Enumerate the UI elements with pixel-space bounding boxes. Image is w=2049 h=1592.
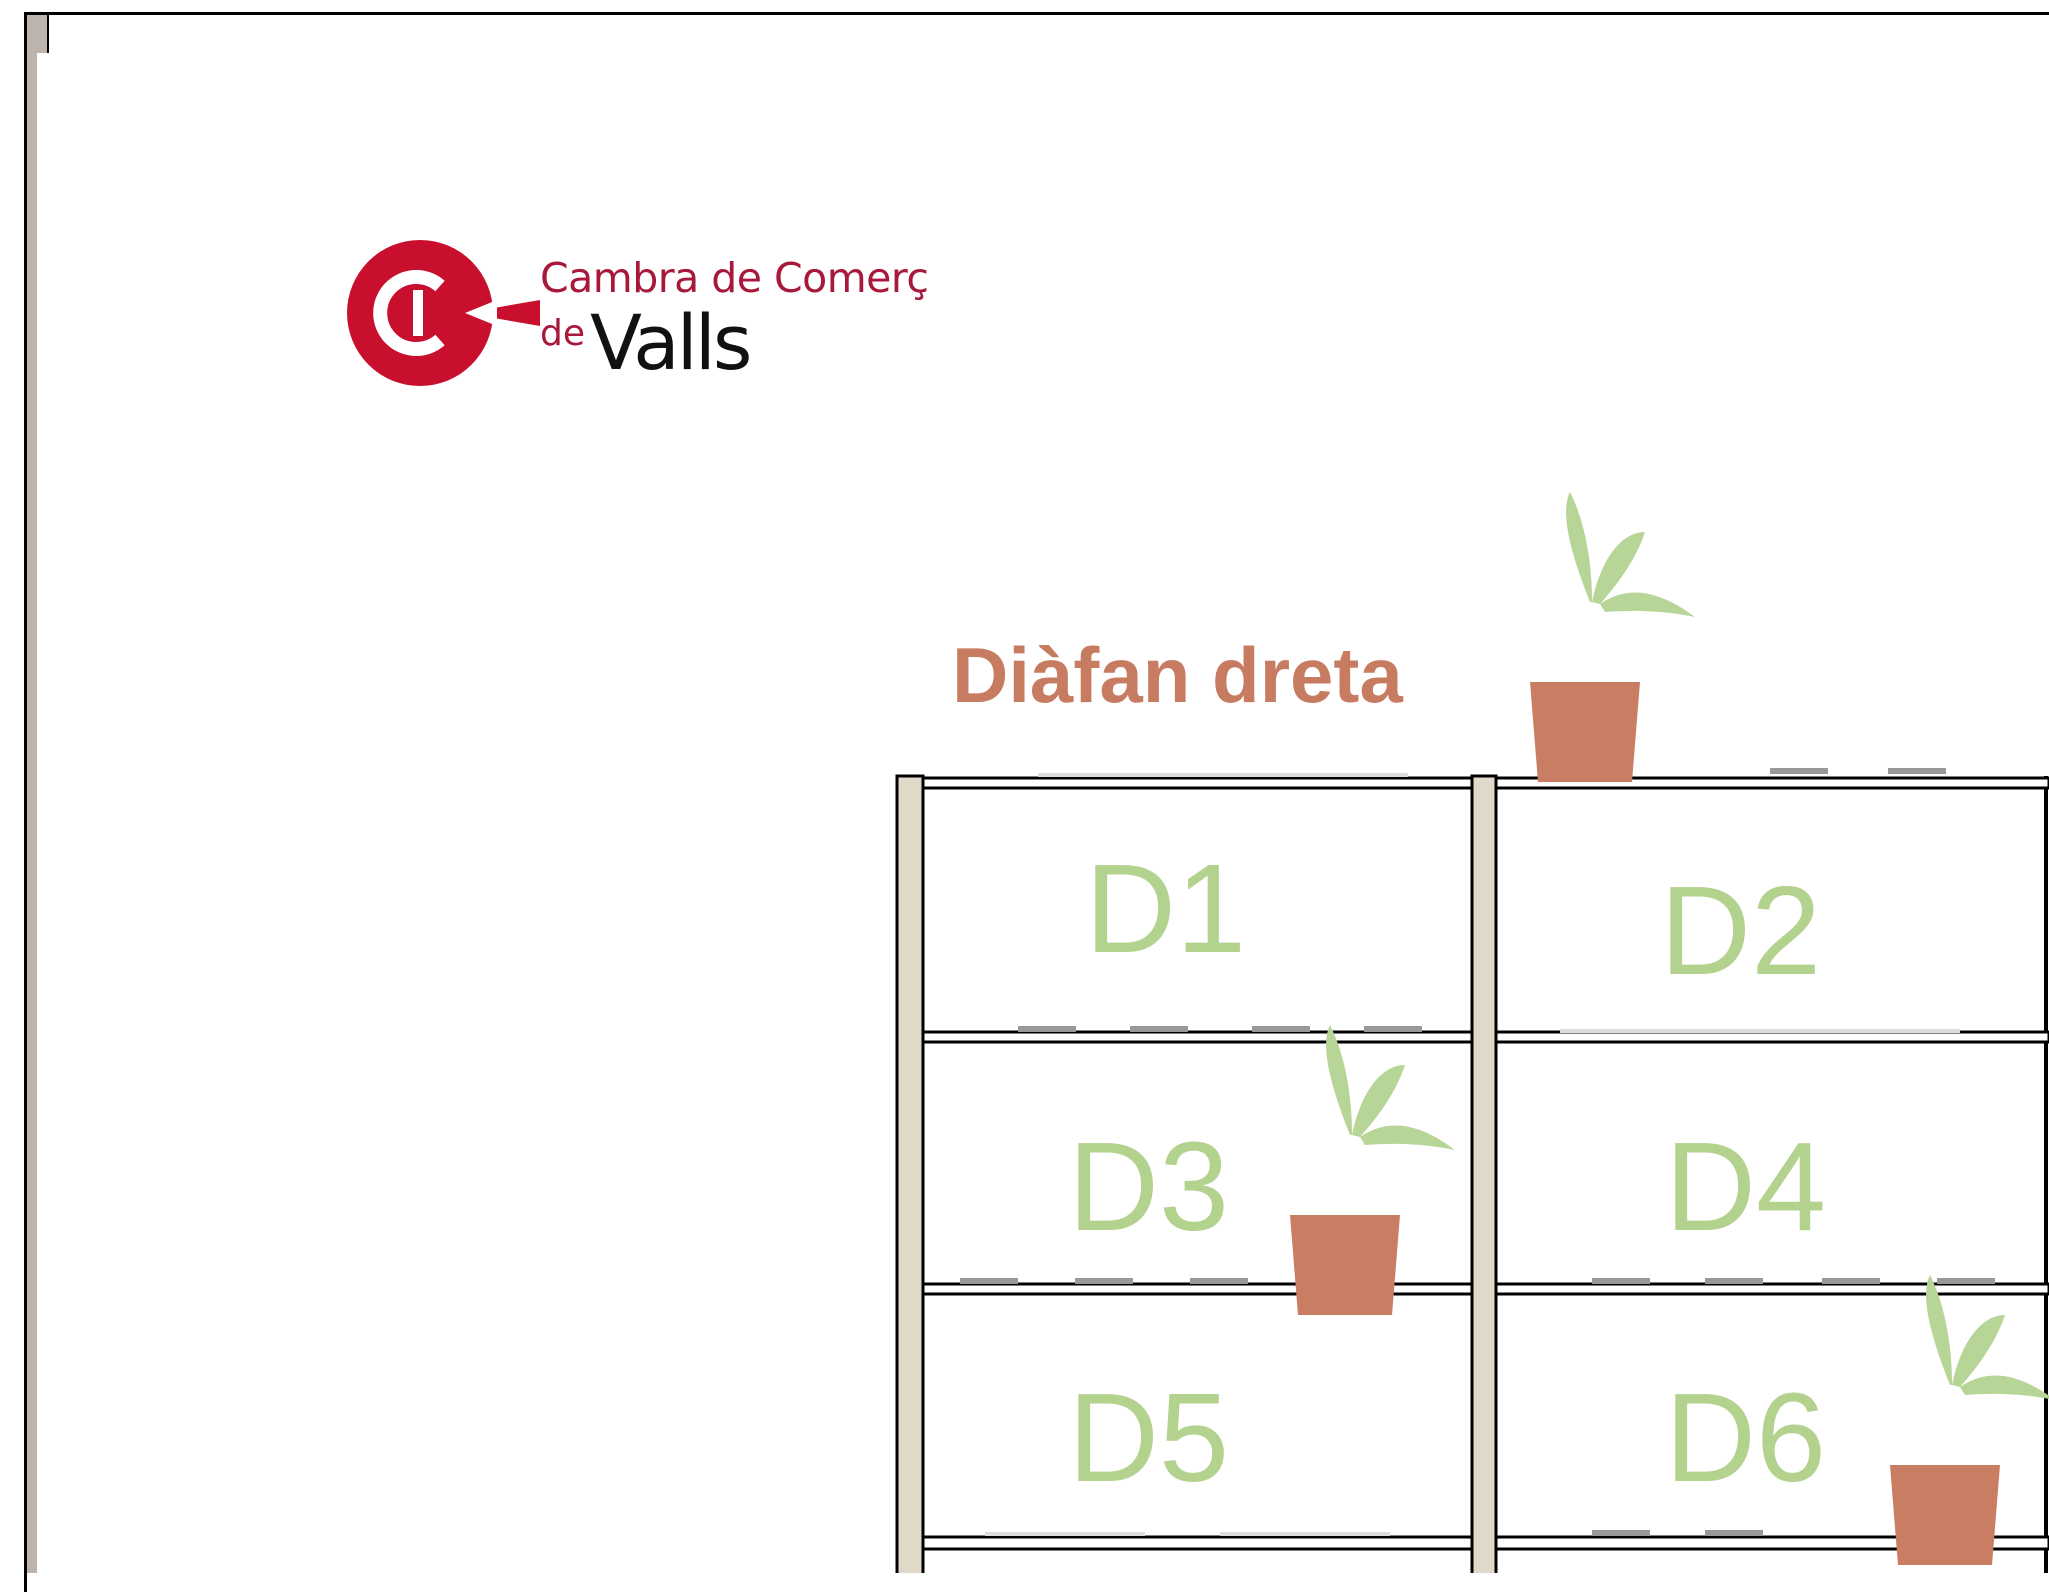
shelf-clips-light: [985, 773, 1960, 1536]
cell-label-d5: D5: [1068, 1367, 1230, 1508]
cell-label-d6: D6: [1665, 1367, 1827, 1508]
diagram-title: Diàfan dreta: [952, 631, 1403, 719]
cell-label-d3: D3: [1068, 1116, 1230, 1257]
logo-mark-icon: [347, 240, 540, 386]
logo-line2-main: Valls: [590, 298, 752, 387]
logo-line2-prefix: de: [540, 313, 585, 354]
shelf-post-left: [895, 774, 925, 1573]
plant-pot-icon: [1290, 1025, 1455, 1315]
plant-pot-icon: [1530, 492, 1695, 782]
cell-label-d1: D1: [1085, 838, 1247, 979]
cell-label-d2: D2: [1660, 860, 1822, 1001]
page-edge-top: [37, 15, 49, 53]
shelf-clips: [960, 768, 1995, 1536]
cell-label-d4: D4: [1665, 1116, 1827, 1257]
page-frame: [24, 12, 2049, 1592]
chamber-logo: Cambra de Comerç de Valls: [345, 238, 945, 388]
shelf-post-middle: [1470, 774, 1498, 1573]
plant-pot-icon: [1890, 1275, 2049, 1565]
shelf-boards: [921, 776, 2049, 1551]
logo-line1: Cambra de Comerç: [540, 254, 929, 302]
page-edge: [27, 15, 37, 1573]
